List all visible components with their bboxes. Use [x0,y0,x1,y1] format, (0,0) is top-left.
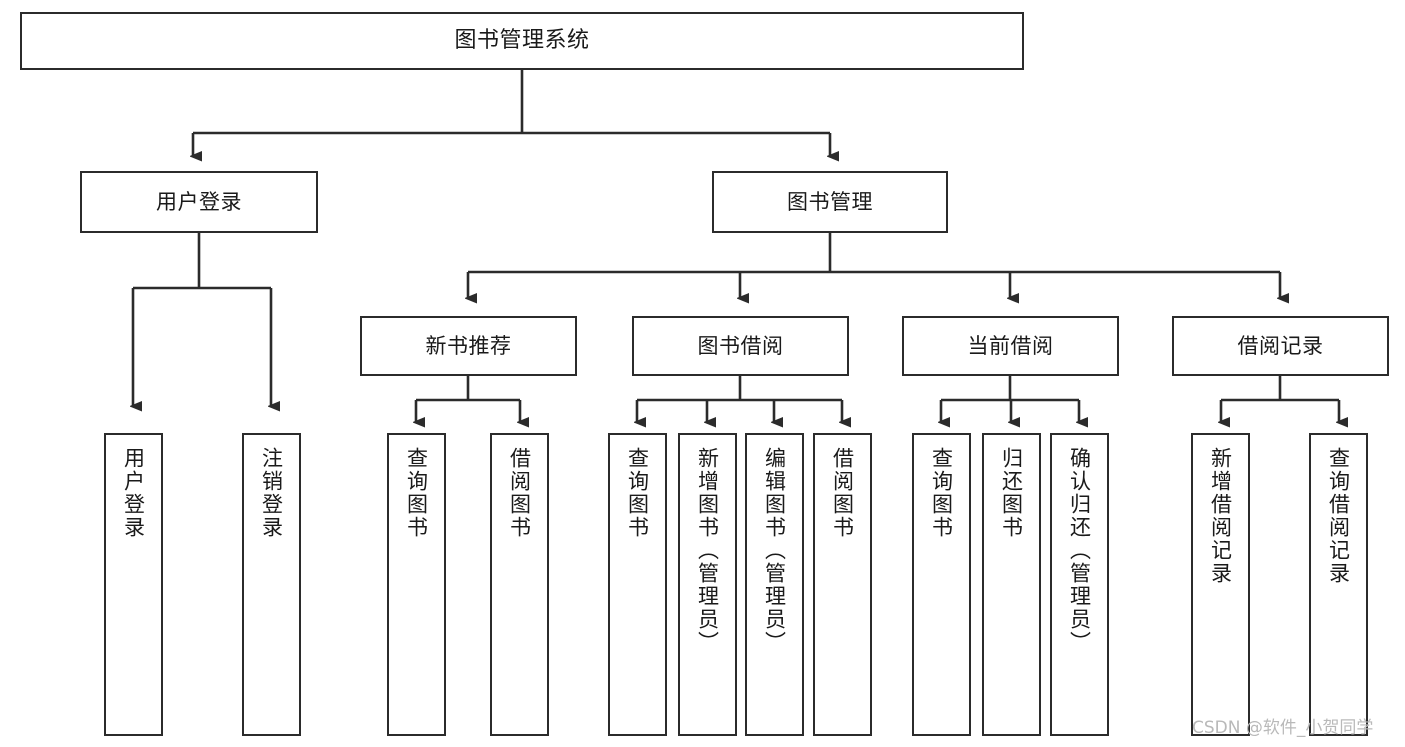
node-book-management[interactable]: 图书管理 [712,171,948,233]
node-current-borrow-label: 当前借阅 [967,333,1054,358]
leaf-borrow-book[interactable]: 借阅图书 [813,433,872,736]
leaf-logout[interactable]: 注销登录 [242,433,301,736]
leaf-return-book-label: 归还图书 [999,447,1024,539]
leaf-return-book[interactable]: 归还图书 [982,433,1041,736]
leaf-edit-book-admin-label: 编辑图书（管理员） [762,447,787,654]
leaf-query-book-recommend-label: 查询图书 [404,447,429,539]
node-root[interactable]: 图书管理系统 [20,12,1024,70]
node-borrow-record-label: 借阅记录 [1237,333,1324,358]
leaf-borrow-book-label: 借阅图书 [830,447,855,539]
node-new-book-recommend-label: 新书推荐 [425,333,512,358]
leaf-query-book-current[interactable]: 查询图书 [912,433,971,736]
leaf-logout-label: 注销登录 [259,447,284,539]
leaf-query-book-current-label: 查询图书 [929,447,954,539]
node-borrow-record[interactable]: 借阅记录 [1172,316,1389,376]
leaf-query-book-borrow-label: 查询图书 [625,447,650,539]
node-user-login[interactable]: 用户登录 [80,171,318,233]
leaf-add-borrow-record[interactable]: 新增借阅记录 [1191,433,1250,736]
leaf-borrow-book-recommend-label: 借阅图书 [507,447,532,539]
leaf-user-login-label: 用户登录 [121,447,146,539]
node-book-borrow-label: 图书借阅 [697,333,784,358]
node-book-management-label: 图书管理 [787,189,873,214]
node-book-borrow[interactable]: 图书借阅 [632,316,849,376]
leaf-borrow-book-recommend[interactable]: 借阅图书 [490,433,549,736]
leaf-confirm-return-admin[interactable]: 确认归还（管理员） [1050,433,1109,736]
leaf-edit-book-admin[interactable]: 编辑图书（管理员） [745,433,804,736]
leaf-add-book-admin[interactable]: 新增图书（管理员） [678,433,737,736]
node-current-borrow[interactable]: 当前借阅 [902,316,1119,376]
leaf-user-login[interactable]: 用户登录 [104,433,163,736]
leaf-query-book-recommend[interactable]: 查询图书 [387,433,446,736]
leaf-query-borrow-record[interactable]: 查询借阅记录 [1309,433,1368,736]
leaf-query-book-borrow[interactable]: 查询图书 [608,433,667,736]
node-user-login-label: 用户登录 [156,189,242,214]
node-root-label: 图书管理系统 [454,28,590,54]
node-new-book-recommend[interactable]: 新书推荐 [360,316,577,376]
leaf-query-borrow-record-label: 查询借阅记录 [1326,447,1351,585]
leaf-add-borrow-record-label: 新增借阅记录 [1208,447,1233,585]
leaf-confirm-return-admin-label: 确认归还（管理员） [1067,447,1092,654]
leaf-add-book-admin-label: 新增图书（管理员） [695,447,720,654]
csdn-watermark: CSDN @软件_小贺同学 [1192,718,1374,738]
